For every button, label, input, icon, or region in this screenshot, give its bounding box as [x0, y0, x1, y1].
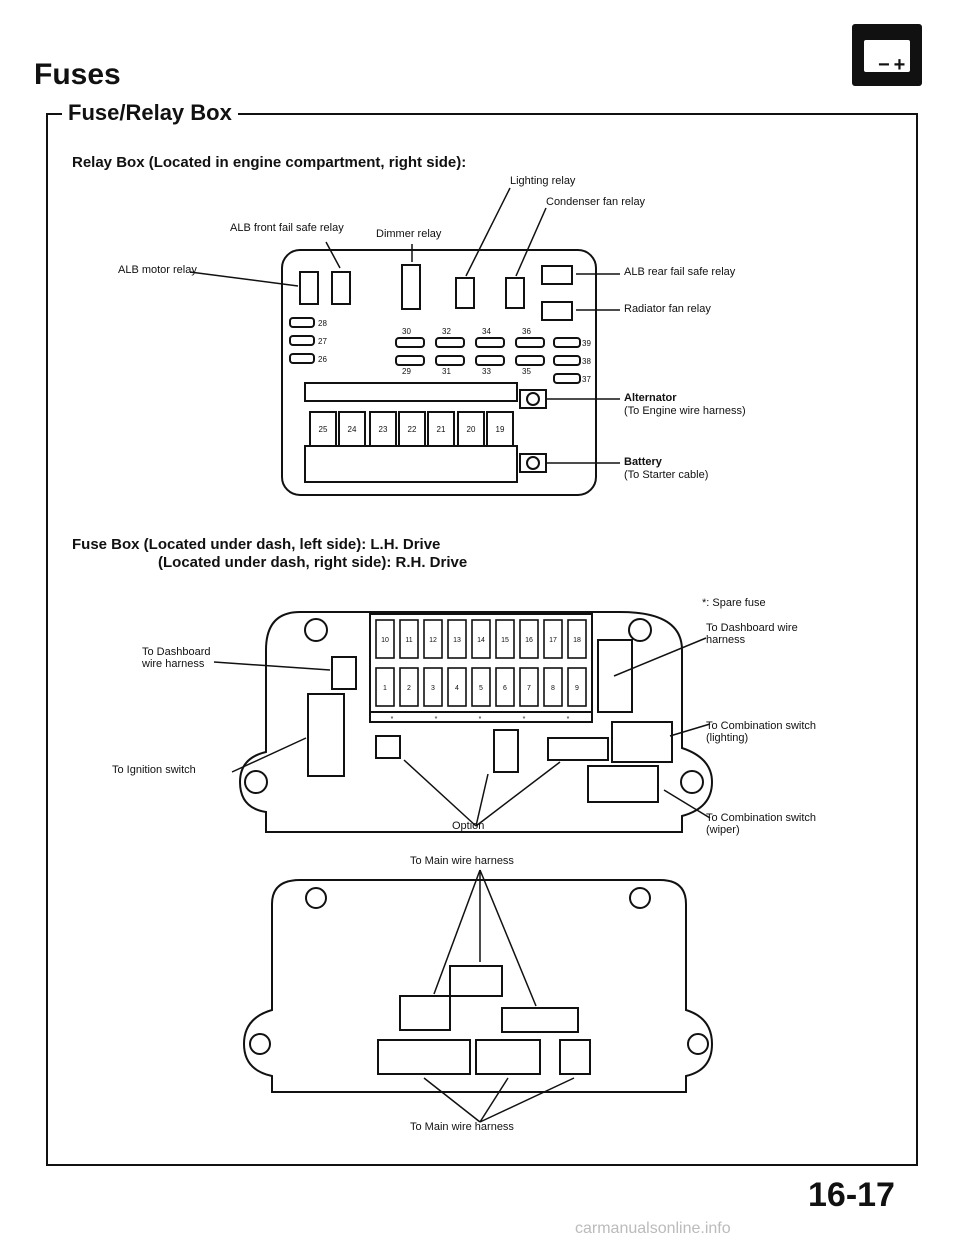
alb-motor-relay-label: ALB motor relay — [118, 264, 197, 276]
to-dashboard-left-label-2: wire harness — [142, 658, 205, 670]
alternator-sub-label: (To Engine wire harness) — [624, 405, 746, 417]
relay-box-outline — [281, 249, 597, 496]
diagram-frame — [46, 113, 918, 1166]
fuse-number: 34 — [482, 327, 491, 336]
fuse-number: 28 — [318, 319, 327, 328]
fuse-number: 14 — [477, 637, 485, 644]
radiator-fan-relay-label: Radiator fan relay — [624, 303, 711, 315]
fuse-number: 38 — [582, 357, 591, 366]
fuse-number: 22 — [408, 425, 417, 434]
alb-rear-fail-safe-relay-label: ALB rear fail safe relay — [624, 266, 736, 278]
to-dashboard-right-label-2: harness — [706, 634, 746, 646]
fuse-number: 30 — [402, 327, 411, 336]
alternator-label: Alternator — [624, 392, 677, 404]
fuse-number: 5 — [479, 685, 483, 692]
spare-fuse-legend: *: Spare fuse — [702, 597, 766, 609]
fuse-number: 25 — [319, 425, 328, 434]
fuse-27-shape — [289, 335, 315, 346]
battery-label: Battery — [624, 456, 662, 468]
fuse-number: 2 — [407, 685, 411, 692]
fuse-number: 20 — [467, 425, 476, 434]
fuse-number: 17 — [549, 637, 557, 644]
condenser-fan-relay-label: Condenser fan relay — [546, 196, 646, 208]
fuse-number: 8 — [551, 685, 555, 692]
fuse-number: 3 — [431, 685, 435, 692]
fuse-number: 12 — [429, 637, 437, 644]
fuse-number: 32 — [442, 327, 451, 336]
fuse-number: 15 — [501, 637, 509, 644]
lighting-relay-shape — [455, 277, 475, 309]
dimmer-relay-shape — [401, 264, 421, 310]
fuse-number: 36 — [522, 327, 531, 336]
fuse-number: 29 — [402, 367, 411, 376]
fuse-number: 1 — [383, 685, 387, 692]
alb-rear-fail-safe-relay-shape — [541, 265, 573, 285]
to-main-harness-top-label: To Main wire harness — [410, 855, 514, 867]
fuse-number: 21 — [437, 425, 446, 434]
spare-mark: * — [523, 716, 526, 723]
fuse-number: 35 — [522, 367, 531, 376]
fuse-number: 11 — [405, 637, 412, 644]
watermark: carmanualsonline.info — [575, 1220, 731, 1237]
relay-box-heading: Relay Box (Located in engine compartment… — [72, 154, 467, 171]
fuse-number: 24 — [348, 425, 357, 434]
page-number: 16-17 — [808, 1176, 895, 1214]
fuse-26-shape — [289, 353, 315, 364]
fuse-box-outline — [238, 611, 714, 833]
fuse-number: 33 — [482, 367, 491, 376]
to-main-harness-bottom-label: To Main wire harness — [410, 1121, 514, 1133]
battery-sub-label: (To Starter cable) — [624, 469, 709, 481]
radiator-fan-relay-shape — [541, 301, 573, 321]
option-label: Option — [452, 820, 485, 832]
spare-mark: * — [567, 716, 570, 723]
fuse-number: 16 — [525, 637, 533, 644]
to-combination-lighting-label: To Combination switch — [706, 720, 817, 732]
condenser-fan-relay-shape — [505, 277, 525, 309]
fuse-number: 27 — [318, 337, 327, 346]
fuse-number: 26 — [318, 355, 327, 364]
dimmer-relay-label: Dimmer relay — [376, 228, 442, 240]
fuse-number: 23 — [379, 425, 388, 434]
to-combination-lighting-label-2: (lighting) — [706, 732, 749, 744]
battery-icon: −+ — [852, 24, 922, 86]
fuse-number: 13 — [453, 637, 461, 644]
fuse-number: 19 — [496, 425, 505, 434]
fuse-number: 18 — [573, 637, 581, 644]
fuse-number: 31 — [442, 367, 451, 376]
fuse-box-heading-line2: (Located under dash, right side): R.H. D… — [158, 554, 468, 571]
to-combination-wiper-label-2: (wiper) — [706, 824, 740, 836]
spare-mark: * — [435, 716, 438, 723]
to-dashboard-left-label: To Dashboard — [142, 646, 211, 658]
fuse-number: 39 — [582, 339, 591, 348]
fuse-box-heading-line1: Fuse Box (Located under dash, left side)… — [72, 536, 441, 553]
spare-mark: * — [479, 716, 482, 723]
spare-mark: * — [391, 716, 394, 723]
fuse-28-shape — [289, 317, 315, 328]
to-combination-wiper-label: To Combination switch — [706, 812, 817, 824]
fuse-number: 9 — [575, 685, 579, 692]
alb-motor-relay-shape — [299, 271, 319, 305]
fuse-number: 10 — [381, 637, 389, 644]
section-title: Fuse/Relay Box — [62, 100, 238, 126]
to-dashboard-right-label: To Dashboard wire — [706, 622, 798, 634]
fuse-number: 37 — [582, 375, 591, 384]
fuse-number: 6 — [503, 685, 507, 692]
lighting-relay-label: Lighting relay — [510, 175, 576, 187]
fuse-number: 4 — [455, 685, 459, 692]
fuse-number: 7 — [527, 685, 531, 692]
alb-front-fail-safe-relay-shape — [331, 271, 351, 305]
page-title: Fuses — [34, 58, 121, 91]
rear-view-outline — [242, 879, 714, 1093]
to-ignition-switch-label: To Ignition switch — [112, 764, 196, 776]
alb-front-fail-safe-relay-label: ALB front fail safe relay — [230, 222, 344, 234]
